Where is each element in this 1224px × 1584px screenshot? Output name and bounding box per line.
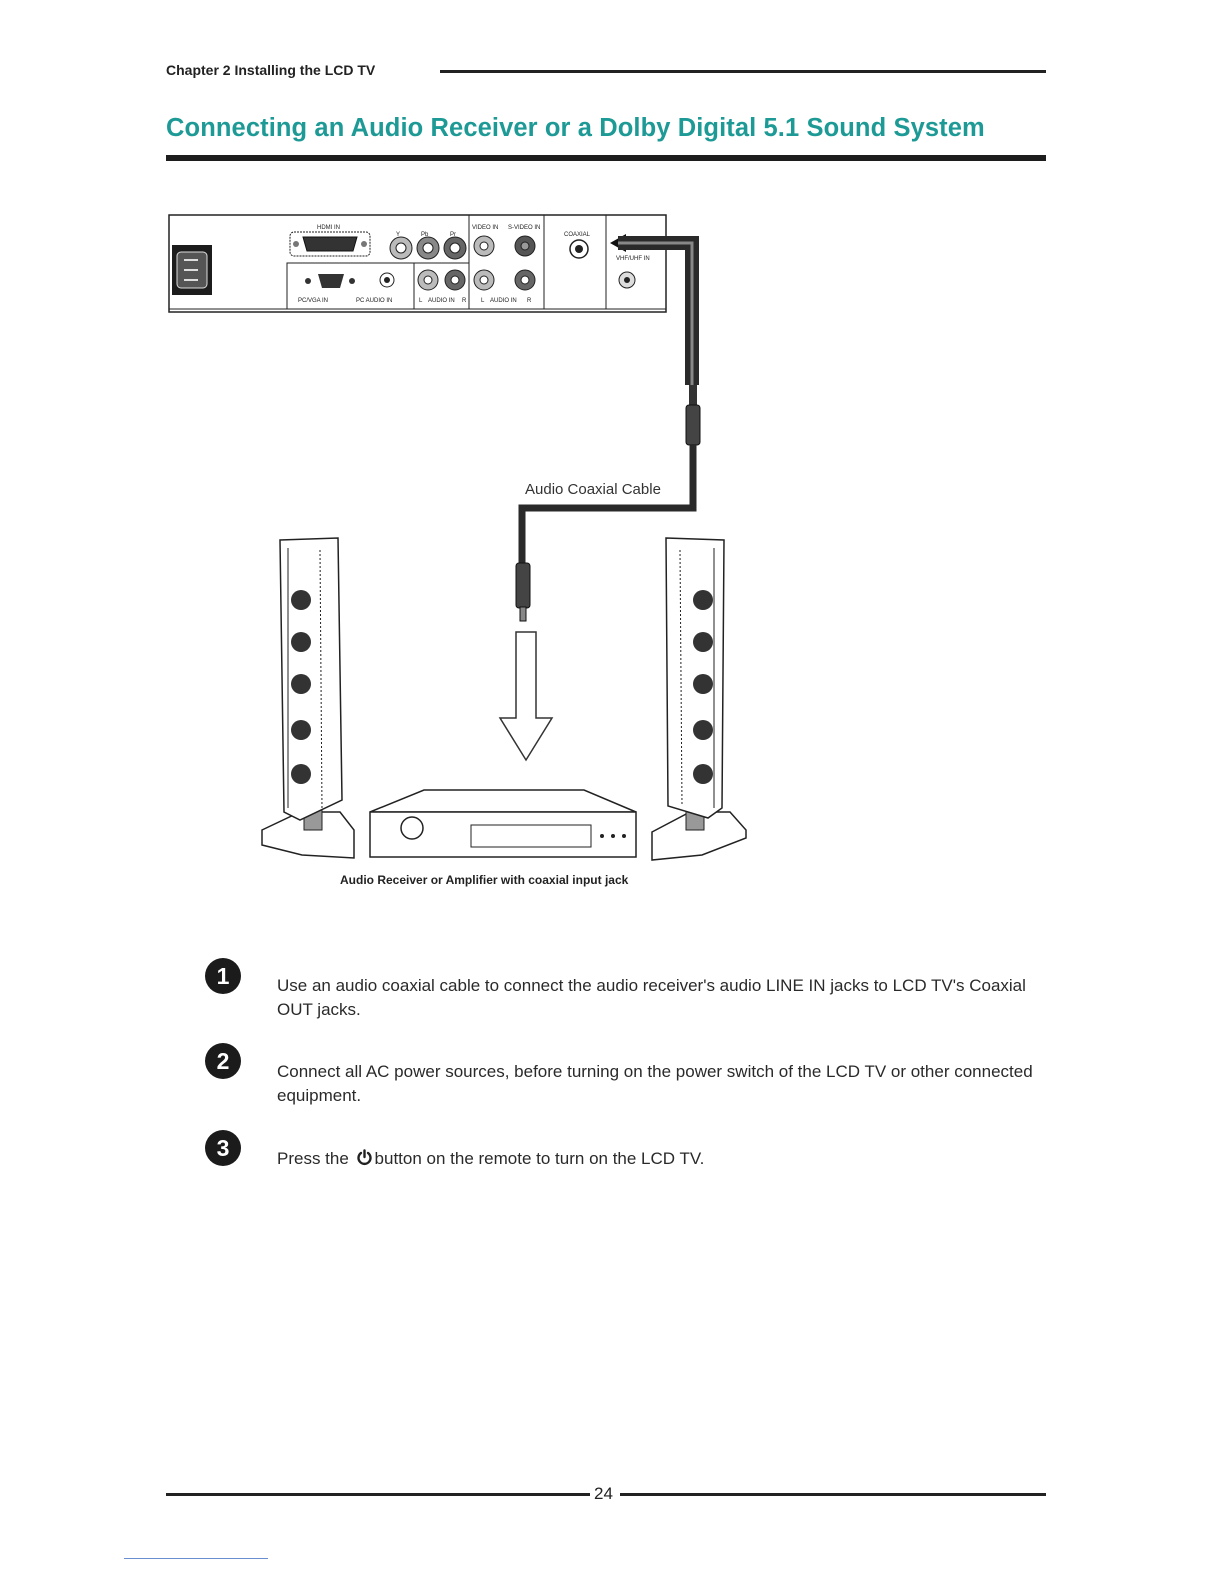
pr-label: Pr bbox=[450, 232, 456, 238]
section-title: Connecting an Audio Receiver or a Dolby … bbox=[166, 114, 985, 142]
hdmi-port-icon bbox=[289, 231, 371, 257]
audio-in-2-right-label: R bbox=[527, 298, 532, 304]
receiver-caption: Audio Receiver or Amplifier with coaxial… bbox=[340, 873, 629, 887]
audio-in-jacks-1-icon bbox=[417, 269, 466, 291]
footer-rule-left bbox=[166, 1493, 590, 1496]
step-3-text: Press the button on the remote to turn o… bbox=[277, 1147, 1047, 1171]
pc-vga-in-label: PC/VGA IN bbox=[298, 298, 328, 304]
step-3-text-after: button on the remote to turn on the LCD … bbox=[374, 1149, 705, 1168]
step-3-text-before: Press the bbox=[277, 1149, 349, 1168]
pb-label: Pb bbox=[421, 232, 429, 238]
vhf-uhf-in-label: VHF/UHF IN bbox=[616, 256, 650, 262]
antenna-jack-icon bbox=[618, 271, 636, 289]
power-inlet-icon bbox=[172, 245, 212, 295]
audio-in-1-right-label: R bbox=[462, 298, 467, 304]
audio-coaxial-cable bbox=[515, 234, 701, 622]
coaxial-label: COAXIAL bbox=[564, 232, 591, 238]
audio-receiver-icon bbox=[369, 789, 637, 858]
down-arrow-icon bbox=[498, 631, 554, 762]
tv-back-panel: HDMI IN Y Pb Pr bbox=[168, 214, 667, 313]
s-video-in-label: S-VIDEO IN bbox=[508, 225, 540, 231]
step-1-text: Use an audio coaxial cable to connect th… bbox=[277, 976, 1026, 1019]
connection-diagram: HDMI IN Y Pb Pr bbox=[168, 214, 747, 887]
audio-in-jacks-2-icon bbox=[473, 269, 536, 291]
footer-rule-right bbox=[620, 1493, 1046, 1496]
cable-label: Audio Coaxial Cable bbox=[525, 481, 661, 498]
step-3-badge: 3 bbox=[205, 1130, 241, 1166]
audio-in-1-label: AUDIO IN bbox=[428, 298, 455, 304]
title-rule bbox=[166, 155, 1046, 161]
power-icon bbox=[356, 1149, 372, 1165]
chapter-header: Chapter 2 Installing the LCD TV bbox=[166, 62, 1046, 82]
left-speaker-icon bbox=[261, 537, 355, 859]
audio-in-1-left-label: L bbox=[419, 298, 423, 304]
page-number: 24 bbox=[594, 1484, 613, 1503]
chapter-label: Chapter 2 Installing the LCD TV bbox=[166, 62, 376, 78]
step-1-badge: 1 bbox=[205, 958, 241, 994]
video-jacks-icon bbox=[473, 235, 536, 257]
pc-audio-jack-icon bbox=[379, 272, 395, 288]
bottom-mark bbox=[124, 1558, 268, 1559]
audio-in-2-label: AUDIO IN bbox=[490, 298, 517, 304]
step-2-badge: 2 bbox=[205, 1043, 241, 1079]
video-in-label: VIDEO IN bbox=[472, 225, 498, 231]
vga-port-icon bbox=[305, 274, 355, 288]
audio-in-2-left-label: L bbox=[481, 298, 485, 304]
coaxial-jack-icon bbox=[569, 239, 589, 259]
hdmi-in-label: HDMI IN bbox=[317, 225, 340, 231]
component-jacks-icon bbox=[389, 236, 467, 260]
chapter-rule bbox=[440, 70, 1046, 73]
y-label: Y bbox=[396, 232, 400, 238]
right-speaker-icon bbox=[651, 537, 747, 861]
step-2-text: Connect all AC power sources, before tur… bbox=[277, 1062, 1033, 1105]
pc-audio-in-label: PC AUDIO IN bbox=[356, 298, 392, 304]
diagram-svg: HDMI IN Y Pb Pr bbox=[168, 214, 747, 861]
